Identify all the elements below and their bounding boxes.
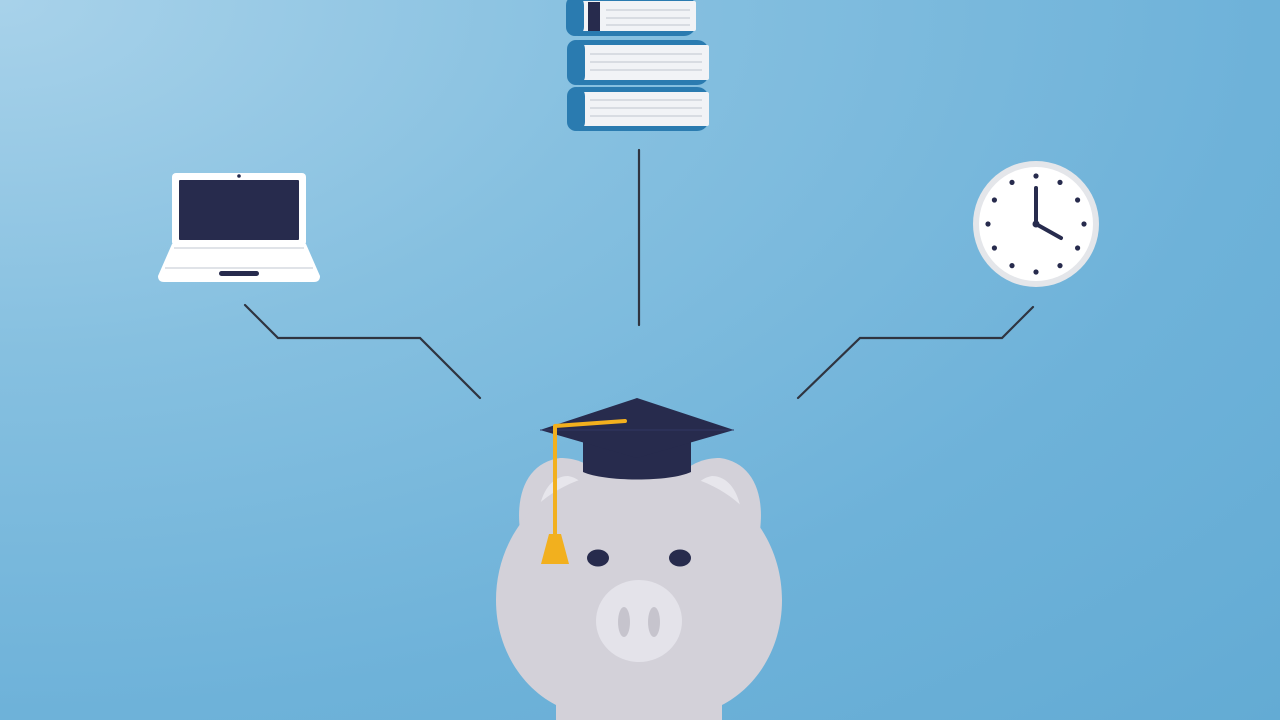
piggy-snout [596, 580, 682, 662]
connector-lines [243, 148, 1035, 400]
laptop-connector-line [243, 303, 482, 400]
laptop-icon [158, 173, 320, 282]
tassel [541, 534, 569, 564]
piggy-bank-icon [496, 458, 782, 720]
clock-connector-line [796, 305, 1035, 400]
piggy-left-eye [587, 549, 609, 567]
graduation-cap-icon [540, 398, 734, 564]
clock-hour-hand [1034, 222, 1063, 240]
books-icon [566, 0, 709, 131]
tassel-cord [553, 419, 627, 539]
clock-icon [973, 161, 1099, 287]
piggy-right-eye [669, 549, 691, 567]
